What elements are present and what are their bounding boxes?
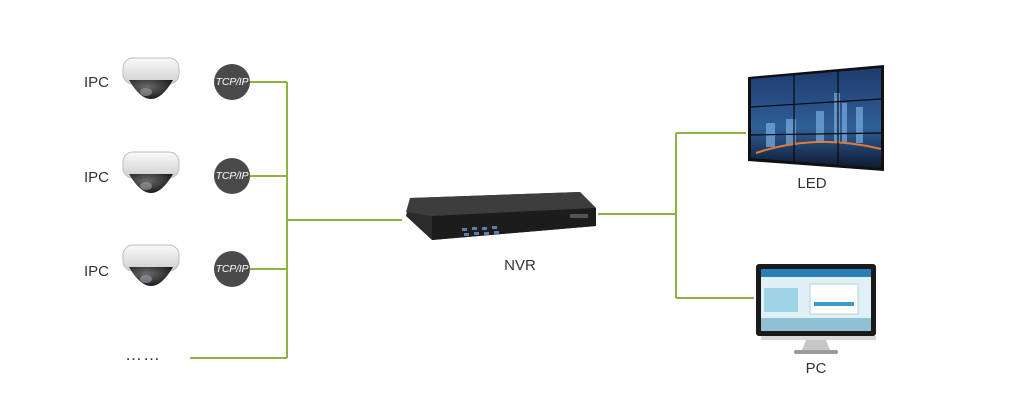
tcp-ip-badge-2: TCP/IP <box>214 158 250 194</box>
pc-monitor-icon <box>756 264 876 354</box>
more-devices-indicator: …… <box>125 345 161 364</box>
dome-camera-icon <box>122 244 180 286</box>
tcp-ip-badge-1: TCP/IP <box>214 64 250 100</box>
camera-2-label: IPC <box>84 169 110 186</box>
nvr-label: NVR <box>504 257 536 274</box>
led-label: LED <box>797 175 827 192</box>
nvr-device-icon <box>406 192 596 240</box>
dome-camera-icon <box>122 57 180 99</box>
camera-3-label: IPC <box>84 263 110 280</box>
dome-camera-icon <box>122 151 180 193</box>
camera-1-label: IPC <box>84 74 110 91</box>
pc-label: PC <box>805 360 827 377</box>
led-video-wall-icon <box>748 65 884 171</box>
tcp-ip-badge-3: TCP/IP <box>214 251 250 287</box>
